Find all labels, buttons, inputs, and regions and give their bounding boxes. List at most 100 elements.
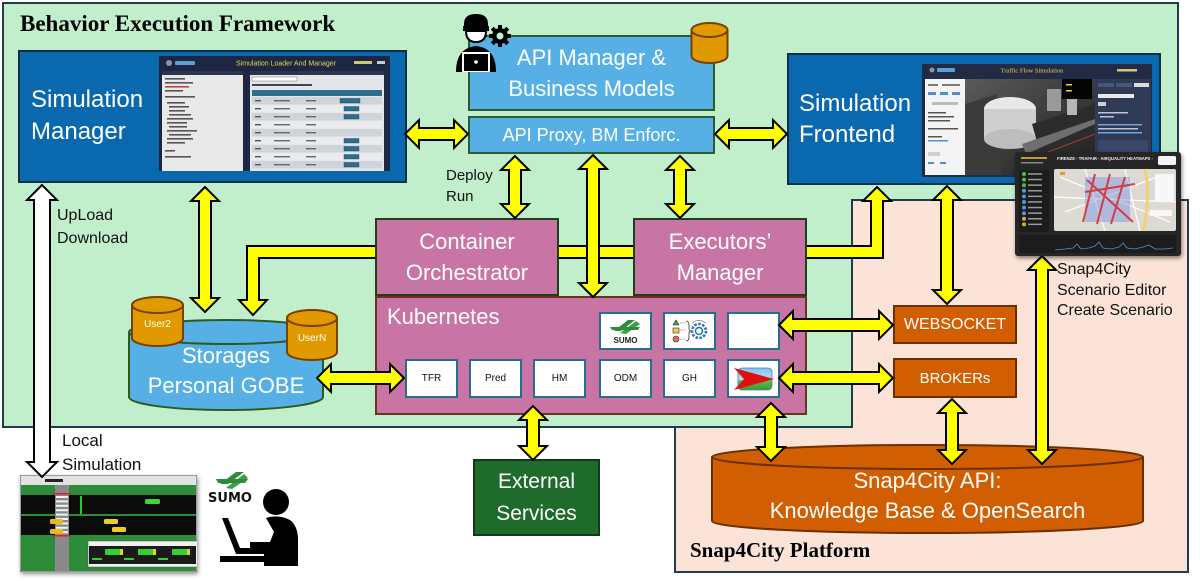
screenshot-cell [306, 132, 316, 134]
screenshot-cell [274, 140, 290, 142]
framework-title: Behavior Execution Framework [20, 11, 336, 36]
sumo-logo-icon: SUMO [208, 466, 258, 506]
screenshot-action-button [343, 146, 360, 152]
sumo-vehicle [50, 519, 63, 524]
screenshot-action-button [343, 106, 360, 112]
dashboard-org-label [1021, 157, 1047, 159]
screenshot-cell [306, 124, 316, 126]
screenshot-table-row [252, 129, 382, 137]
screenshot-cell [274, 108, 290, 110]
app-logo-icon [166, 60, 172, 66]
screenshot-text-line [165, 86, 189, 88]
pod-gh: GH [663, 359, 716, 398]
screenshot-action-button [343, 162, 360, 168]
dashboard-sidebar-item-icon [1022, 172, 1026, 176]
screenshot-action-button [343, 114, 360, 120]
snap4city-api-label: Snap4City API: Knowledge Base & OpenSear… [769, 468, 1086, 523]
screenshot-3d-city-view [965, 79, 1096, 175]
dashboard-sidebar-item-icon [1022, 211, 1026, 216]
sumo-signal-green [80, 496, 82, 514]
pod-blank [727, 312, 780, 350]
usern-database-icon [286, 309, 338, 361]
screenshot-logout [377, 61, 385, 64]
screenshot-table-row [252, 153, 382, 161]
screenshot-cell [306, 108, 316, 110]
user2-database-icon [131, 296, 184, 347]
pod-workflow [663, 312, 716, 350]
screenshot-table-row [252, 113, 382, 121]
screenshot-text-line [165, 156, 191, 158]
app-logo-text [937, 68, 955, 72]
dashboard-logo [1158, 156, 1176, 165]
screenshot-cell [274, 148, 290, 150]
dashboard-sidebar-item [1028, 223, 1042, 226]
local-sumo-simulation-screenshot [20, 475, 197, 572]
screenshot-title: Traffic Flow Simulation [1001, 68, 1065, 75]
container-orchestrator-box: Container Orchestrator [375, 218, 559, 296]
usern-label: UserN [297, 333, 327, 344]
pod-sumo: SUMO [599, 312, 652, 350]
sumo-phase-chart-window [87, 540, 197, 568]
screenshot-table-row [252, 121, 382, 129]
platform-title: Snap4City Platform [690, 538, 871, 562]
crosswalk-stripe [56, 509, 68, 512]
dashboard-sidebar-item [1028, 178, 1042, 181]
screenshot-action-button [343, 138, 360, 144]
screenshot-cell [274, 124, 290, 126]
crosswalk-stripe [56, 526, 68, 529]
dashboard-sidebar [1019, 170, 1049, 232]
dashboard-sidebar-item-icon [1022, 183, 1026, 188]
screenshot-cell [255, 164, 261, 166]
screenshot-cell [255, 148, 261, 150]
screenshot-cell [274, 164, 290, 166]
screenshot-text-line [165, 82, 193, 84]
screenshot-table-row [252, 97, 382, 105]
screenshot-table-row [252, 161, 382, 169]
dashboard-trend-chart [1019, 235, 1176, 253]
screenshot-cell [306, 148, 316, 150]
screenshot-cell [306, 140, 316, 142]
person-laptop-icon [218, 488, 308, 568]
websocket-box: WEBSOCKET [893, 305, 1017, 344]
dashboard-sidebar-item [1028, 195, 1042, 198]
crosswalk-stripe [56, 513, 68, 516]
deploy-run-label: Deploy Run [446, 167, 493, 205]
screenshot-cell [255, 100, 261, 102]
sumo-toolbar-delay [45, 479, 63, 482]
crosswalk-stripe [56, 504, 68, 507]
screenshot-cell [255, 140, 261, 142]
sumo-logo-icon [609, 320, 640, 334]
external-services-box: External Services [473, 459, 600, 536]
api-manager-box: API Manager & Business Models [468, 35, 715, 111]
pod-hm: HM [533, 359, 586, 398]
dashboard-sidebar-item-icon [1022, 216, 1026, 221]
simulation-manager-screenshot: Simulation Loader And Manager [159, 56, 390, 171]
dashboard-title: FIRENZE - TRAFAIR - AIRQUALITY HEATMAPS … [1057, 156, 1153, 161]
dashboard-sidebar-item [1028, 201, 1042, 203]
upload-download-label: UpLoad Download [57, 207, 129, 247]
screenshot-text-line [165, 78, 185, 80]
dashboard-sidebar-item-icon [1022, 177, 1026, 182]
pod-red-arrow [727, 359, 780, 398]
screenshot-text-line [169, 114, 191, 116]
screenshot-cell [255, 116, 261, 118]
screenshot-text-line [167, 142, 185, 144]
scenario-editor-label: Snap4City Scenario Editor Create Scenari… [1057, 261, 1173, 319]
sumo-signal-red [53, 493, 71, 495]
screenshot-text-line [165, 90, 183, 92]
sumo-vehicle [112, 527, 126, 532]
sumo-pod-label: SUMO [613, 336, 638, 345]
screenshot-text-line [169, 126, 187, 128]
screenshot-user-info [354, 61, 372, 64]
pod-pred: Pred [469, 359, 522, 398]
screenshot-right-panel [250, 71, 384, 171]
screenshot-text-line [167, 130, 197, 132]
dashboard-map [1053, 168, 1177, 232]
simulation-frontend-label: Simulation Frontend [799, 90, 912, 148]
sumo-toolbar [21, 476, 196, 485]
screenshot-cell [255, 156, 261, 158]
dashboard-sidebar-item [1028, 212, 1042, 214]
screenshot-title: Simulation Loader And Manager [236, 61, 337, 68]
api-proxy-box: API Proxy, BM Enforc. [468, 116, 715, 154]
